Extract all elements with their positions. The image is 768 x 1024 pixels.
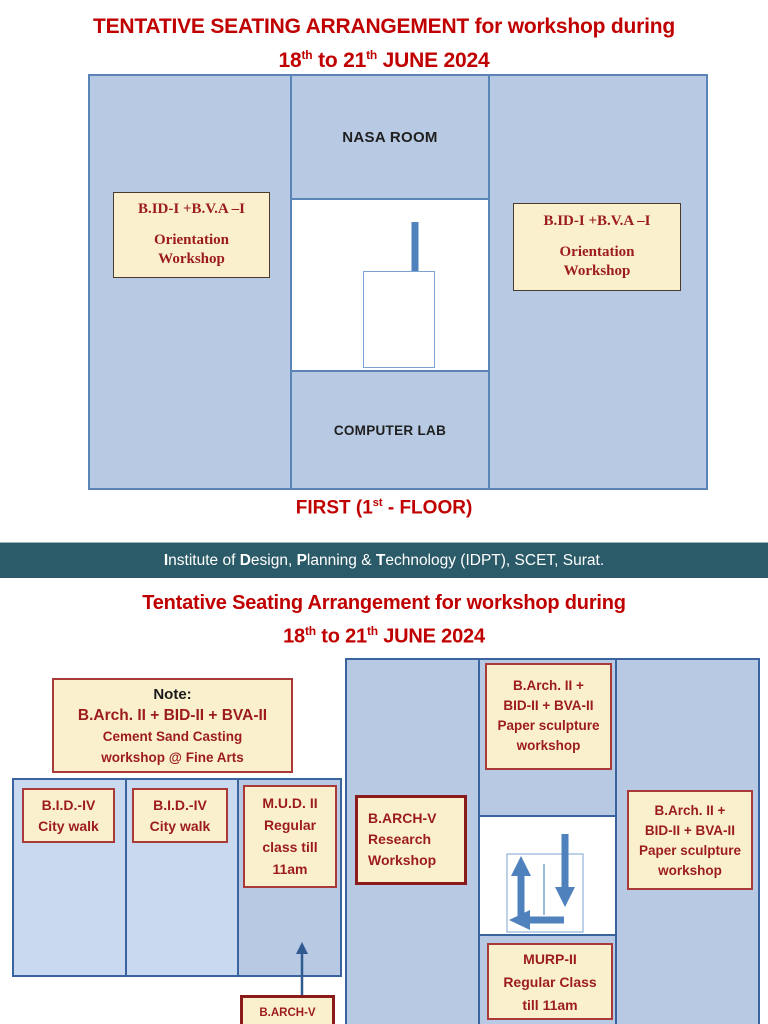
box-line: class till xyxy=(262,839,318,855)
title-date-line: 18th to 21th JUNE 2024 xyxy=(0,41,768,75)
banner-text: lanning & xyxy=(306,551,376,569)
box-line: Paper sculpture xyxy=(638,843,742,858)
date-segment: 18 xyxy=(283,625,305,648)
date-segment: JUNE 2024 xyxy=(377,49,490,72)
box-line: BID-II + BVA-II xyxy=(644,823,736,838)
note-line: workshop @ Fine Arts xyxy=(101,750,244,765)
murp2-box: MURP-II Regular Class till 11am xyxy=(487,943,613,1020)
box-line: Workshop xyxy=(368,852,437,868)
box-line: Research xyxy=(368,831,432,847)
box-line: B.Arch. II + xyxy=(654,803,726,818)
barch5-pointer-arrow-icon xyxy=(296,942,308,997)
box-line: till 11am xyxy=(522,997,578,1013)
box-line: workshop xyxy=(658,863,722,878)
bid4-citywalk-box-b: B.I.D.-IV City walk xyxy=(132,788,228,843)
date-superscript: th xyxy=(366,48,378,62)
bid4-citywalk-box-a: B.I.D.-IV City walk xyxy=(22,788,115,843)
note-line: B.Arch. II + BID-II + BVA-II xyxy=(77,707,268,724)
title-line: TENTATIVE SEATING ARRANGEMENT for worksh… xyxy=(92,15,676,38)
stairwell-area xyxy=(292,200,488,370)
note-box: Note: B.Arch. II + BID-II + BVA-II Cemen… xyxy=(52,678,293,773)
box-line: City walk xyxy=(149,818,211,834)
date-superscript: th xyxy=(304,624,316,638)
stairwell-area-2 xyxy=(480,815,615,936)
date-segment: to 21 xyxy=(312,49,367,72)
box-line: B.I.D.-IV xyxy=(41,797,96,813)
up-arrow-icon xyxy=(296,942,308,954)
room-left xyxy=(88,74,292,490)
paper-sculpture-box-right: B.Arch. II + BID-II + BVA-II Paper sculp… xyxy=(627,790,753,890)
orientation-box-right: B.ID-I +B.V.A –I Orientation Workshop xyxy=(513,203,681,291)
box-line: Regular Class xyxy=(503,974,597,990)
title-date-line: 18th to 21th JUNE 2024 xyxy=(0,617,768,651)
box-line: 11am xyxy=(272,861,308,877)
box-line: City walk xyxy=(38,818,99,834)
box-line: B.Arch. II + xyxy=(513,678,584,693)
room-middle-column: NASA ROOM COMPUTER LAB xyxy=(290,74,490,490)
date-superscript: th xyxy=(301,48,313,62)
floor-label: FIRST (1st - FLOOR) xyxy=(0,497,768,519)
banner-text: I xyxy=(163,551,169,569)
note-title: Note: xyxy=(153,686,192,703)
stairs-arrows-icon xyxy=(506,834,584,933)
note-line: Cement Sand Casting xyxy=(102,729,243,744)
box-line: Workshop xyxy=(158,251,225,267)
ground-floor-plan: Note: B.Arch. II + BID-II + BVA-II Cemen… xyxy=(12,658,760,1024)
box-line: Workshop xyxy=(563,263,631,279)
box-line: M.U.D. II xyxy=(262,795,318,811)
first-floor-plan: NASA ROOM COMPUTER LAB B.ID-I xyxy=(88,74,708,490)
date-segment: to 21 xyxy=(315,625,367,648)
box-line: BID-II + BVA-II xyxy=(503,698,594,713)
banner-text: nstitute of xyxy=(168,551,240,569)
box-line: workshop xyxy=(516,738,581,753)
box-line: B.ARCH-V xyxy=(368,810,437,826)
page-title-top: TENTATIVE SEATING ARRANGEMENT for worksh… xyxy=(0,13,768,75)
banner-text: P xyxy=(296,551,307,569)
floor-label-segment: - FLOOR) xyxy=(382,497,473,519)
banner-text: D xyxy=(239,551,251,569)
banner-text: esign, xyxy=(250,551,297,569)
box-line: Paper sculpture xyxy=(497,718,600,733)
orientation-box-left: B.ID-I +B.V.A –I Orientation Workshop xyxy=(113,192,270,278)
up-arrow-icon xyxy=(511,856,531,876)
box-line: B.ARCH-V xyxy=(259,1007,316,1019)
title-line: Tentative Seating Arrangement for worksh… xyxy=(142,592,626,614)
room-nasa: NASA ROOM xyxy=(292,76,488,200)
box-line: B.ID-I +B.V.A –I xyxy=(543,213,651,229)
mud2-box: M.U.D. II Regular class till 11am xyxy=(243,785,337,888)
left-arrow-icon xyxy=(509,910,530,930)
box-line: MURP-II xyxy=(523,951,577,967)
box-line: Orientation xyxy=(154,232,229,248)
barch5-research-box: B.ARCH-V Research Workshop xyxy=(355,795,467,885)
banner-text: echnology (IDPT), SCET, Surat. xyxy=(385,551,605,569)
barch5-box: B.ARCH-V xyxy=(240,995,335,1024)
box-line: B.I.D.-IV xyxy=(153,797,207,813)
banner-text: T xyxy=(375,551,386,569)
date-segment: JUNE 2024 xyxy=(377,625,485,648)
date-superscript: th xyxy=(366,624,378,638)
down-arrow-icon xyxy=(555,887,575,907)
box-line: Orientation xyxy=(559,244,635,260)
paper-sculpture-box-mid: B.Arch. II + BID-II + BVA-II Paper sculp… xyxy=(485,663,612,770)
date-segment: 18 xyxy=(278,49,302,72)
page-title-second: Tentative Seating Arrangement for worksh… xyxy=(0,589,768,651)
box-line: Regular xyxy=(263,817,317,833)
nasa-room-label: NASA ROOM xyxy=(342,128,438,146)
box-line: B.ID-I +B.V.A –I xyxy=(137,201,246,217)
floor-label-superscript: st xyxy=(372,497,383,509)
floor-label-segment: FIRST (1 xyxy=(295,497,373,519)
stairs-box xyxy=(363,271,435,368)
room-computer-lab: COMPUTER LAB xyxy=(292,370,488,488)
computer-lab-label: COMPUTER LAB xyxy=(333,422,447,438)
